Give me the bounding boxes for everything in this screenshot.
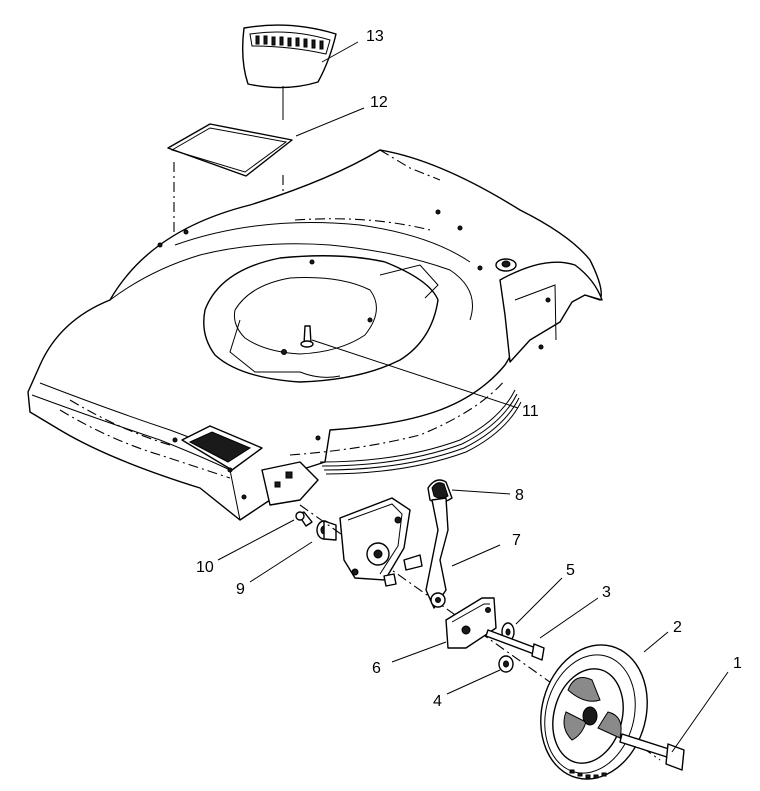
part-2-wheel <box>540 644 648 780</box>
callout-8: 8 <box>515 487 524 504</box>
callout-12: 12 <box>370 94 388 111</box>
part-10-bolt <box>295 511 313 527</box>
callout-10: 10 <box>196 559 214 576</box>
part-11-bolt <box>300 325 314 348</box>
callout-1: 1 <box>733 655 742 672</box>
part-6-bracket <box>445 597 497 649</box>
part-13-cover <box>241 24 337 120</box>
part-3-bolt <box>485 629 545 661</box>
callout-11: 11 <box>522 403 539 420</box>
part-1-axle-bolt <box>619 733 685 771</box>
part-12-plate <box>167 123 293 177</box>
callout-13: 13 <box>366 28 384 45</box>
callout-2: 2 <box>673 619 682 636</box>
callout-7: 7 <box>512 532 521 549</box>
mower-deck <box>27 149 603 521</box>
part-4-washer <box>498 655 514 673</box>
callout-5: 5 <box>566 562 575 579</box>
callout-6: 6 <box>372 660 381 677</box>
height-adjust-plate <box>339 497 423 587</box>
callouts: 13 12 11 8 7 5 3 2 1 6 4 9 10 <box>196 28 742 710</box>
part-7-lever <box>425 497 449 609</box>
leader-lines <box>217 41 729 753</box>
callout-9: 9 <box>236 581 245 598</box>
callout-4: 4 <box>433 693 442 710</box>
callout-3: 3 <box>602 584 611 601</box>
part-9-bushing <box>316 520 337 541</box>
